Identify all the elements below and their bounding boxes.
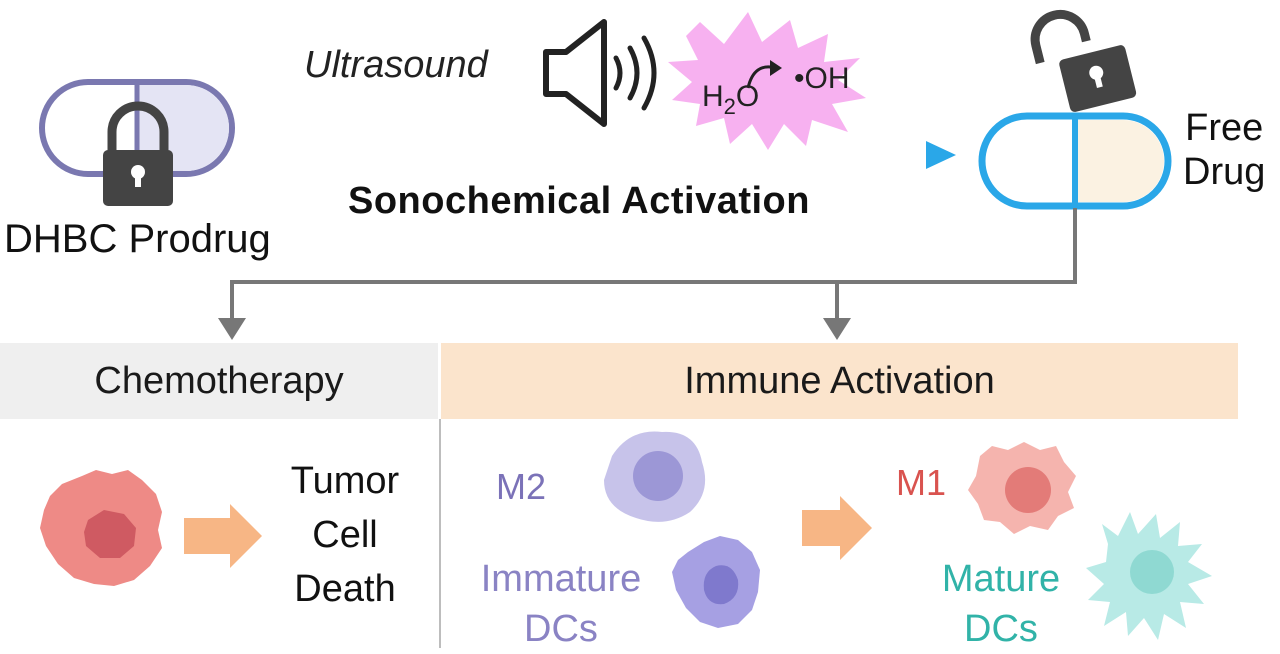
m2-label: M2: [496, 466, 547, 507]
dhbc-prodrug-label: DHBC Prodrug: [4, 217, 271, 261]
chemotherapy-header: Chemotherapy: [0, 343, 438, 419]
orange-arrow-chemo: [184, 504, 262, 568]
mature-dc: [1086, 512, 1212, 640]
tumor-cell: [40, 470, 162, 586]
immune-activation-header: Immune Activation: [441, 343, 1238, 419]
free-drug-label: Free Drug: [1183, 106, 1265, 194]
arrowhead-chemo: [218, 318, 246, 340]
water-formula: H2O: [702, 80, 760, 119]
mature-dcs-label: Mature DCs: [941, 558, 1061, 650]
lock-closed-icon: [103, 101, 173, 206]
orange-arrow-immune: [802, 496, 872, 560]
reaction-arrowhead: [770, 60, 782, 76]
immature-dc: [672, 536, 760, 628]
branch-connector: [230, 208, 1077, 320]
arrowhead-immune: [823, 318, 851, 340]
sonochemical-activation-label: Sonochemical Activation: [348, 180, 810, 222]
activation-arrow: [298, 141, 956, 169]
m1-macrophage: [968, 442, 1076, 534]
water-o: O: [735, 80, 760, 113]
hydroxyl-radical: •OH: [794, 62, 850, 95]
lock-open-icon: [1030, 9, 1137, 112]
water-sub: 2: [723, 94, 736, 119]
free-drug-line2: Drug: [1183, 151, 1266, 193]
sound-waves-icon: [613, 35, 657, 111]
speaker-icon: [543, 19, 607, 127]
ultrasound-label: Ultrasound: [304, 44, 488, 86]
immature-dcs-label: Immature DCs: [480, 558, 642, 650]
m2-macrophage: [604, 431, 706, 522]
free-capsule: [978, 112, 1172, 210]
m1-label: M1: [896, 462, 947, 503]
water-h: H: [702, 80, 724, 113]
tumor-cell-death-label: Tumor Cell Death: [290, 460, 400, 610]
radical-burst: [668, 12, 866, 150]
free-drug-line1: Free: [1185, 107, 1264, 149]
